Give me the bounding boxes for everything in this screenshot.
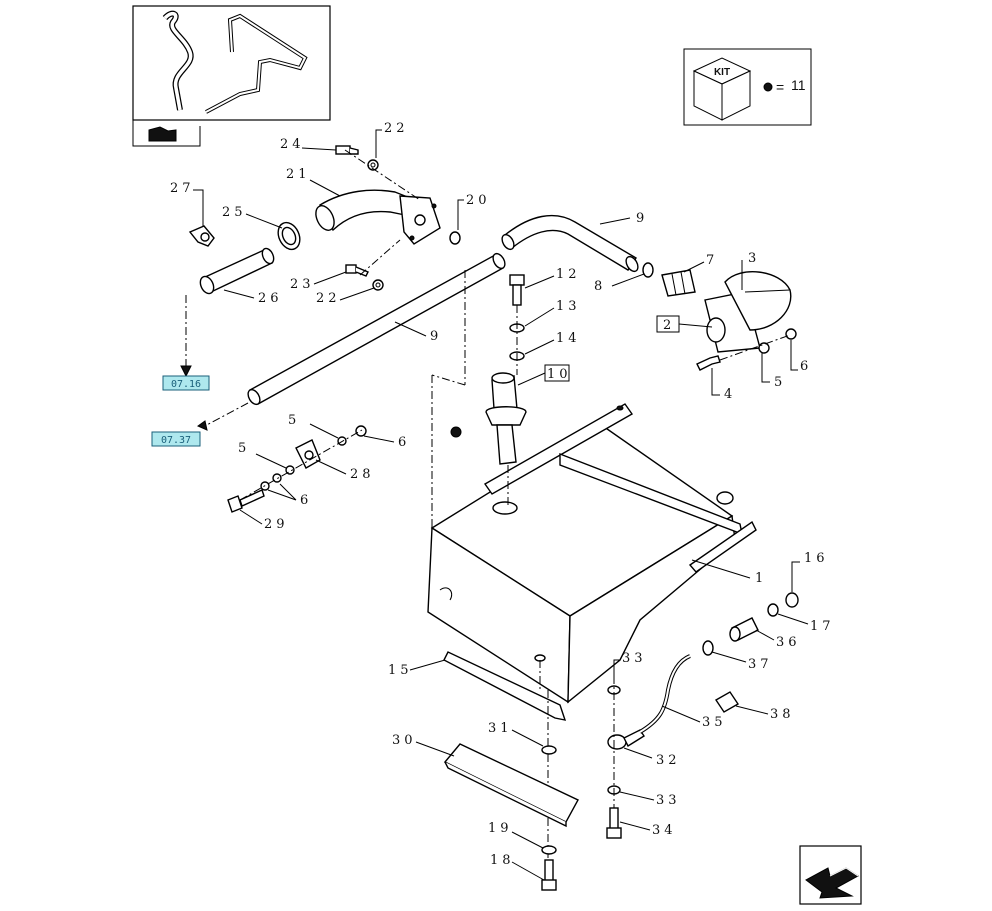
kit-dot-icon (763, 82, 773, 92)
nut-part-6c (785, 328, 797, 340)
washer-part-8 (642, 262, 654, 278)
callout-5a: 5 (288, 413, 300, 428)
callout-37: 37 (748, 657, 773, 672)
reference-a-text: 07.16 (171, 379, 201, 390)
callout-10: 10 (547, 367, 572, 382)
callout-12: 12 (556, 267, 581, 282)
bolt-part-34 (606, 807, 622, 839)
callout-6b: 6 (300, 493, 312, 508)
callout-1: 1 (755, 571, 767, 586)
callout-14: 14 (556, 331, 581, 346)
fitting-part-7 (661, 269, 696, 297)
callout-9-upper: 9 (636, 211, 648, 226)
callout-18: 18 (490, 853, 515, 868)
callout-35: 35 (702, 715, 727, 730)
callout-38: 38 (770, 707, 795, 722)
bolt-part-4 (696, 355, 721, 371)
reference-tag-b[interactable]: 07.37 (151, 402, 249, 447)
bolt-part-24 (335, 145, 359, 155)
callouts: 1 2 3 4 5 6 7 8 9 9 10 12 (170, 121, 835, 881)
tank-strap (483, 403, 757, 573)
callout-34: 34 (652, 823, 677, 838)
callout-25: 25 (222, 205, 247, 220)
callout-13: 13 (556, 299, 581, 314)
pipe-part-35 (638, 654, 691, 734)
callout-32: 32 (656, 753, 681, 768)
washer-part-22a (367, 159, 379, 171)
callout-5b: 5 (238, 441, 250, 456)
banjo-part-32 (607, 729, 645, 750)
callout-26: 26 (258, 291, 283, 306)
bolt-part-12 (509, 274, 525, 306)
bracket-part-15 (443, 651, 567, 721)
washer-part-19 (541, 845, 557, 855)
callout-33-lower: 33 (656, 793, 681, 808)
callout-20: 20 (466, 193, 491, 208)
callout-15: 15 (388, 663, 413, 678)
callout-6c: 6 (800, 359, 812, 374)
thumbnail-panel[interactable] (132, 5, 331, 147)
bolt-part-18 (541, 859, 557, 891)
hose-part-26 (199, 247, 275, 295)
tube-part-9-long (247, 252, 506, 406)
fitting-part-36 (729, 617, 759, 642)
callout-22-lower: 22 (316, 291, 341, 306)
kit-count: 11 (791, 77, 806, 93)
callout-7: 7 (706, 253, 718, 268)
bracket-part-30 (443, 743, 579, 828)
callout-8: 8 (594, 279, 606, 294)
next-page-arrow-button[interactable] (799, 845, 862, 905)
callout-5c: 5 (774, 375, 786, 390)
kit-marker-dot-icon (450, 426, 462, 438)
cap-part-16 (785, 592, 799, 608)
callout-6a: 6 (398, 435, 410, 450)
callout-28: 28 (350, 467, 375, 482)
clip-part-28 (295, 439, 321, 469)
hose-clamp-part-25 (277, 221, 301, 251)
callout-23: 23 (290, 277, 315, 292)
sender-part-10 (485, 372, 527, 465)
callout-3: 3 (748, 251, 760, 266)
callout-31: 31 (488, 721, 513, 736)
callout-22-upper: 22 (384, 121, 409, 136)
callout-33-upper: 33 (622, 651, 647, 666)
elbow-part-21 (315, 189, 441, 245)
callout-36: 36 (776, 635, 801, 650)
callout-17: 17 (810, 619, 835, 634)
callout-21: 21 (286, 167, 311, 182)
callout-9-lower: 9 (430, 329, 442, 344)
reference-tag-a[interactable]: 07.16 (162, 295, 210, 391)
kit-equals: = (776, 79, 784, 95)
arrow-icon (805, 867, 859, 899)
callout-24: 24 (280, 137, 305, 152)
callout-2: 2 (663, 318, 675, 333)
callout-16: 16 (804, 551, 829, 566)
clip-part-27 (188, 225, 215, 247)
washer-part-20 (449, 231, 461, 245)
callout-27: 27 (170, 181, 195, 196)
bolt-part-29 (227, 489, 265, 513)
reference-b-text: 07.37 (161, 435, 191, 446)
callout-30: 30 (392, 733, 417, 748)
washer-part-22b (372, 279, 384, 291)
washer-part-17 (767, 603, 779, 617)
washer-part-31 (541, 745, 557, 755)
kit-legend: KIT = 11 (683, 48, 812, 126)
callout-4: 4 (724, 387, 736, 402)
callout-29: 29 (264, 517, 289, 532)
back-icon (148, 126, 177, 142)
filter-part-3 (704, 271, 792, 353)
clip-part-38 (715, 691, 739, 713)
washer-part-37 (702, 640, 714, 656)
tube-part-9-upper (501, 214, 639, 273)
callout-19: 19 (488, 821, 513, 836)
kit-label: KIT (714, 67, 730, 78)
washer-part-5c (758, 342, 770, 354)
